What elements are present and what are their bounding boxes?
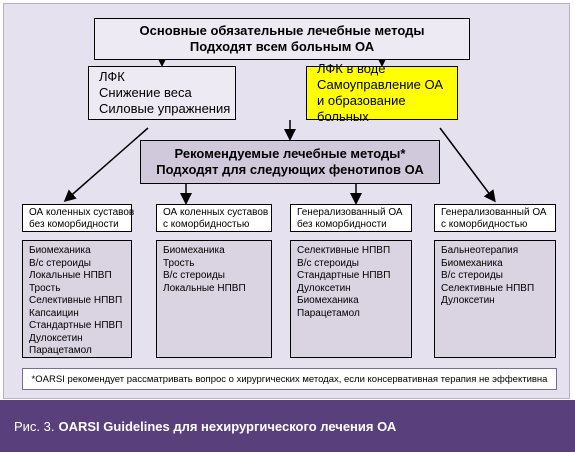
list-item: Дулоксетин <box>297 282 351 294</box>
list-item: В/с стероиды <box>441 270 503 281</box>
lfk-box: ЛФК Снижение веса Силовые упражнения <box>88 66 236 120</box>
lfk-line-2: Снижение веса <box>99 84 192 100</box>
recommended-subtitle: Подходят для следующих фенотипов ОА <box>156 162 424 177</box>
list-item: Стандартные НПВП <box>29 320 123 331</box>
primary-methods-box: Основные обязательные лечебные методы По… <box>94 18 470 60</box>
phenotype-category-3: Генерализованный ОА без коморбидности <box>290 204 412 232</box>
figure-caption: Рис. 3. OARSI Guidelines для нехирургиче… <box>0 400 575 452</box>
treatment-list-1: Биомеханика В/с стероиды Локальные НПВП … <box>22 240 132 358</box>
list-item: Локальные НПВП <box>29 270 112 281</box>
footnote: *OARSI рекомендует рассматривать вопрос … <box>22 368 557 390</box>
list-item: Парацетамол <box>29 345 92 356</box>
water-line-3: и образование больных <box>317 93 406 125</box>
category-line-2: без коморбидности <box>29 219 119 230</box>
water-line-2: Самоуправление ОА <box>317 76 443 92</box>
list-item: Дулоксетин <box>441 295 495 306</box>
list-item: Биомеханика <box>29 245 91 256</box>
list-item: Стандартные НПВП <box>297 270 391 281</box>
list-item: В/с стероиды <box>297 257 359 269</box>
list-item: Селективные НПВП <box>29 295 123 306</box>
recommended-title: Рекомендуемые лечебные методы* <box>174 145 406 161</box>
category-line-1: ОА коленных суставов <box>29 207 135 218</box>
recommended-methods-box: Рекомендуемые лечебные методы* Подходят … <box>140 140 440 184</box>
list-item: Селективные НПВП <box>441 282 535 294</box>
category-line-2: без коморбидности <box>297 219 387 230</box>
list-item: Бальнеотерапия <box>441 245 519 256</box>
lfk-line-1: ЛФК <box>99 68 125 84</box>
category-line-1: Генерализованный ОА <box>297 207 403 218</box>
list-item: В/с стероиды <box>163 270 225 281</box>
list-item: Трость <box>163 257 195 269</box>
water-therapy-box: ЛФК в воде Самоуправление ОА и образован… <box>306 61 458 124</box>
category-line-1: ОА коленных суставов <box>163 207 269 218</box>
list-item: Дулоксетин <box>29 332 83 344</box>
list-item: Биомеханика <box>163 245 225 256</box>
phenotype-category-2: ОА коленных суставов с коморбидностью <box>156 204 272 232</box>
list-item: Биомеханика <box>441 257 503 269</box>
category-line-2: с коморбидностью <box>163 219 250 230</box>
category-line-1: Генерализованный ОА <box>441 207 547 218</box>
list-item: В/с стероиды <box>29 257 91 269</box>
water-line-1: ЛФК в воде <box>317 60 386 76</box>
phenotype-category-4: Генерализованный ОА с коморбидностью <box>434 204 556 232</box>
list-item: Капсаицин <box>29 307 79 319</box>
list-item: Селективные НПВП <box>297 245 391 256</box>
treatment-list-3: Селективные НПВП В/с стероиды Стандартны… <box>290 240 412 358</box>
list-item: Парацетамол <box>297 307 360 319</box>
lfk-line-3: Силовые упражнения <box>99 101 231 117</box>
primary-methods-subtitle: Подходят всем больным ОА <box>189 39 375 54</box>
treatment-list-2: Биомеханика Трость В/с стероиды Локальны… <box>156 240 272 358</box>
treatment-list-4: Бальнеотерапия Биомеханика В/с стероиды … <box>434 240 556 358</box>
caption-prefix: Рис. 3. <box>14 418 55 434</box>
primary-methods-title: Основные обязательные лечебные методы <box>139 22 425 38</box>
phenotype-category-1: ОА коленных суставов без коморбидности <box>22 204 135 232</box>
category-line-2: с коморбидностью <box>441 219 528 230</box>
list-item: Трость <box>29 282 61 294</box>
list-item: Локальные НПВП <box>163 282 246 294</box>
list-item: Биомеханика <box>297 295 359 306</box>
caption-title: OARSI Guidelines для нехирургического ле… <box>58 418 397 434</box>
